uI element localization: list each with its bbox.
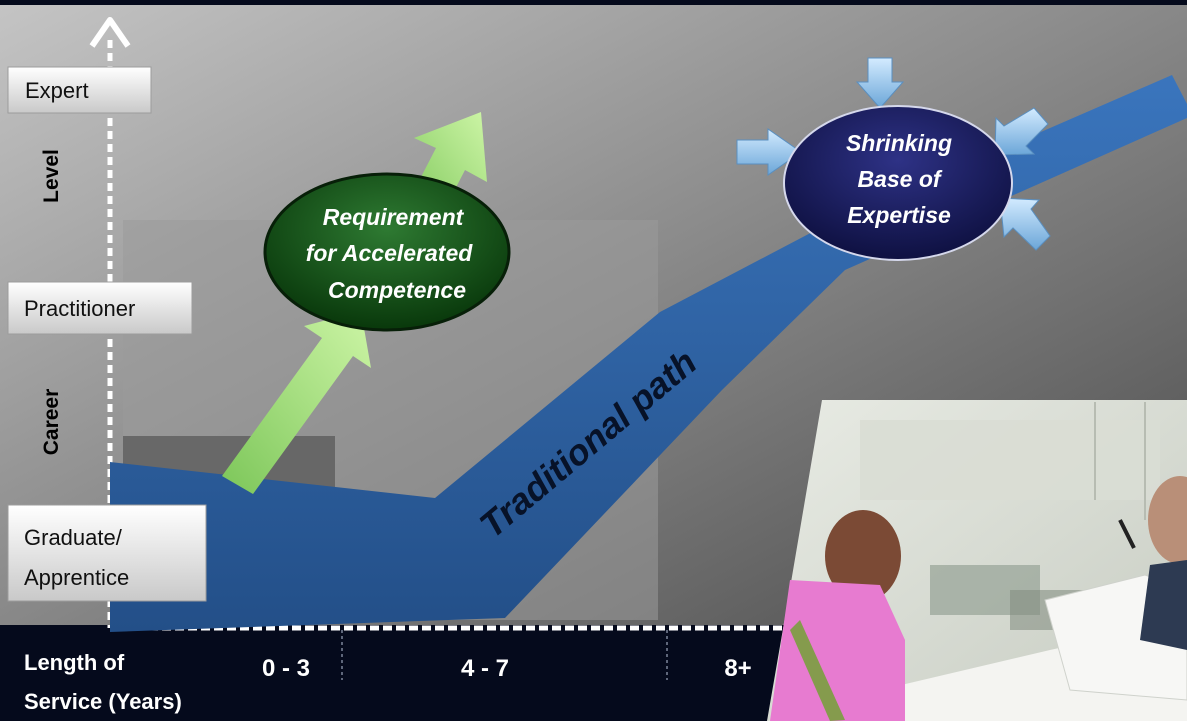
person-left-shirt — [770, 580, 905, 721]
level-label-practitioner: Practitioner — [7, 281, 193, 335]
x-range-4-7: 4 - 7 — [461, 655, 509, 682]
pressure-arrow-left-icon — [736, 128, 802, 176]
shrinking-line-2: Base of — [857, 166, 942, 192]
y-axis-title-career: Career — [40, 389, 63, 456]
accelerated-line-2: for Accelerated — [306, 240, 474, 266]
shrinking-base-ellipse — [783, 105, 1013, 261]
level-practitioner-text: Practitioner — [24, 296, 135, 321]
level-apprentice-text: Apprentice — [24, 565, 129, 590]
accelerated-line-3: Competence — [328, 277, 466, 303]
x-axis-title-line-1: Length of — [24, 650, 125, 675]
shrinking-line-1: Shrinking — [846, 130, 952, 156]
x-range-0-3: 0 - 3 — [262, 655, 310, 682]
pressure-arrow-right-icon — [994, 107, 1049, 156]
person-right-head — [1148, 476, 1187, 564]
shrinking-line-3: Expertise — [847, 202, 951, 228]
x-range-8-plus: 8+ — [724, 655, 751, 682]
accelerated-arrow-lower — [222, 311, 371, 494]
level-graduate-text: Graduate/ — [24, 525, 123, 550]
level-label-expert: Expert — [7, 66, 152, 114]
person-left-head — [825, 510, 901, 602]
level-label-graduate: Graduate/ Apprentice — [7, 504, 207, 602]
pressure-arrows — [736, 57, 1051, 251]
accelerated-competence-ellipse — [263, 172, 511, 332]
pressure-arrow-top-icon — [855, 57, 905, 109]
accelerated-line-1: Requirement — [323, 204, 465, 230]
office-photo — [767, 400, 1187, 721]
y-axis-arrow-icon — [89, 17, 131, 48]
pressure-arrow-bottom-right-icon — [999, 197, 1051, 251]
y-axis-title-level: Level — [40, 149, 63, 203]
level-expert-text: Expert — [25, 78, 89, 103]
x-axis-title-line-2: Service (Years) — [24, 689, 182, 714]
